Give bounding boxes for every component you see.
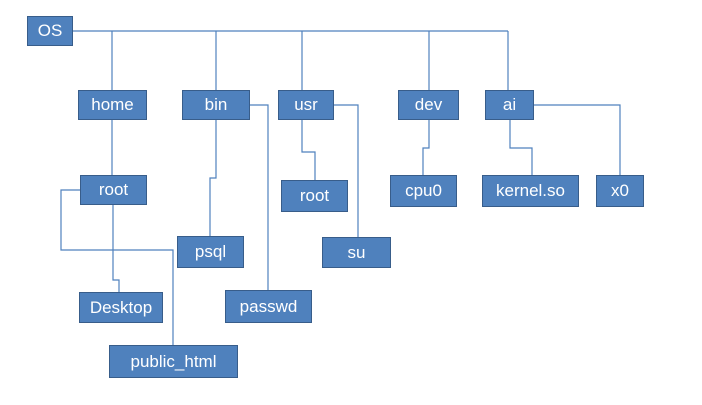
node-bin: bin: [182, 90, 250, 120]
node-kernel-so: kernel.so: [482, 175, 579, 207]
node-x0: x0: [596, 175, 644, 207]
connector-dev-cpu0: [422, 120, 430, 175]
node-desktop: Desktop: [79, 292, 163, 323]
node-root-home: root: [80, 175, 147, 205]
connector-ai-kernel: [509, 120, 533, 175]
node-ai: ai: [485, 90, 534, 120]
node-cpu0: cpu0: [390, 175, 457, 207]
connector-bin-psql: [209, 120, 217, 236]
node-os: OS: [27, 16, 73, 46]
node-root-usr: root: [281, 180, 348, 212]
node-passwd: passwd: [225, 290, 312, 323]
connector-root-desktop: [112, 205, 120, 292]
node-public-html: public_html: [109, 345, 238, 378]
connector-root-public-html: [60, 189, 174, 345]
node-home: home: [78, 90, 147, 120]
node-psql: psql: [177, 236, 244, 268]
connector-bin-passwd: [250, 104, 269, 290]
node-dev: dev: [398, 90, 459, 120]
node-usr: usr: [278, 90, 334, 120]
connector-usr-su: [334, 104, 359, 237]
connector-usr-root: [301, 120, 316, 180]
connector-ai-x0: [534, 104, 621, 175]
node-su: su: [322, 237, 391, 268]
